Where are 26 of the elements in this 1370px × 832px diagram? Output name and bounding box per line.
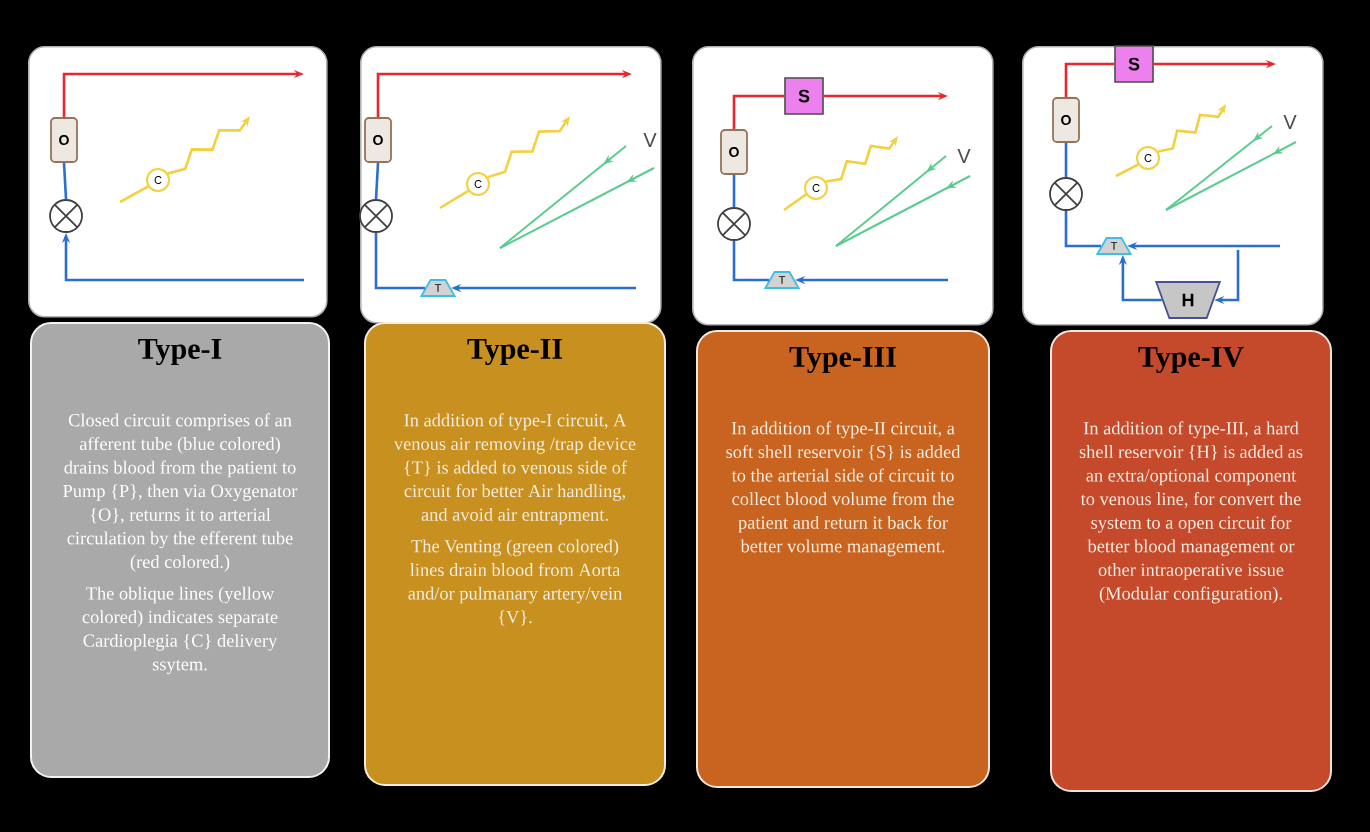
connector-line [1064, 62, 1115, 98]
description-card: Type-III In addition of type-II circuit, a soft shell reservoir {S} is added to the arterial side of circuit to collect blood volume from the patient and return it back for better volume management. [696, 330, 990, 788]
description-card: Type-IV In addition of type-III, a hard shell reservoir {H} is added as an extra/optional component to venous line, for convert the system to a open circuit for better blood management or other intraoperative issue (Modular configuration). [1050, 330, 1332, 792]
connector-line [732, 94, 785, 130]
pump-symbol [717, 207, 751, 241]
circuit-panel [360, 46, 662, 324]
reservoir-box: S [784, 77, 824, 115]
connector-line [1064, 142, 1068, 178]
connector-line [62, 162, 68, 200]
vent-label: V [957, 149, 971, 163]
connector-line [374, 232, 425, 290]
connector-line [1064, 210, 1101, 248]
connector-line [732, 174, 736, 208]
circuit-panel [28, 46, 328, 318]
circuit-panel [1022, 46, 1324, 326]
pump-symbol [1049, 177, 1083, 211]
reservoir-box: S [1114, 45, 1154, 83]
circuit-panel [692, 46, 994, 326]
vent-label: V [1283, 115, 1297, 129]
vent-label: V [643, 133, 657, 147]
pump-symbol [359, 199, 393, 233]
description-card: Type-I Closed circuit comprises of an afferent tube (blue colored) drains blood from the patient to Pump {P}, then via Oxygenator {O}, returns it to arterial circulation by the efferent tube (red colored.) The oblique lines (yellow colored) indicates separate Cardioplegia {C} delivery ssytem. [30, 322, 330, 778]
description-card: Type-II In addition of type-I circuit, A venous air removing /trap device {T} is added to venous side of circuit for better Air handling, and avoid air entrapment. The Venting (green colored) lines drain blood from Aorta and/or pulmanary artery/vein {V}. [364, 322, 666, 786]
connector-line [374, 162, 380, 200]
pump-symbol [49, 199, 83, 233]
connector-line [732, 240, 769, 282]
